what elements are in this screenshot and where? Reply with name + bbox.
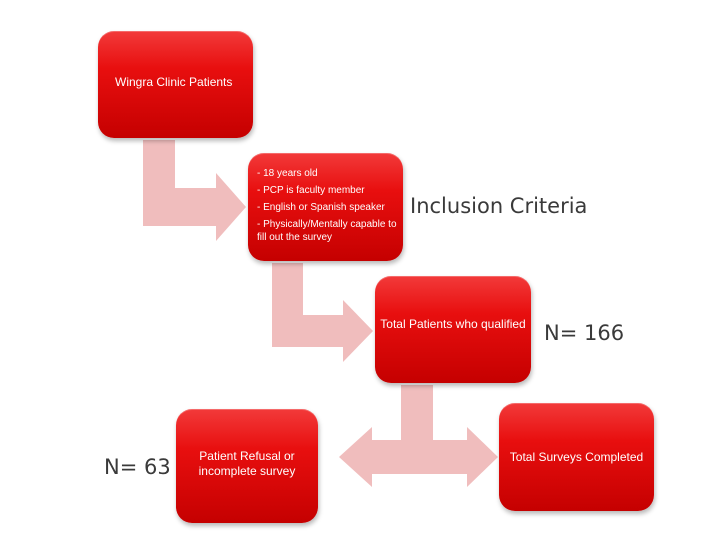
criteria-item-pcp: - PCP is faculty member <box>257 185 365 196</box>
split-arrow-qualified-to-outcomes <box>339 385 498 487</box>
criteria-item-age: - 18 years old <box>257 168 318 179</box>
qualified-count-label: N= 166 <box>544 321 625 345</box>
inclusion-criteria-label: Inclusion Criteria <box>410 194 588 218</box>
start-box-wingra-patients: Wingra Clinic Patients <box>98 31 253 138</box>
inclusion-criteria-box: - 18 years old - PCP is faculty member -… <box>248 153 403 261</box>
qualified-box-text: Total Patients who qualified <box>380 317 526 331</box>
criteria-item-language: - English or Spanish speaker <box>257 202 385 213</box>
qualified-patients-box: Total Patients who qualified <box>375 276 531 383</box>
surveys-completed-box: Total Surveys Completed <box>499 403 654 511</box>
bent-arrow-criteria-to-qualified <box>272 263 373 362</box>
start-box-text: Wingra Clinic Patients <box>115 75 233 89</box>
bent-arrow-start-to-criteria <box>143 140 246 241</box>
criteria-item-capability: - Physically/Mentally capable to fill ou… <box>257 219 397 243</box>
refusal-box-text: Patient Refusal or incomplete survey <box>198 448 296 478</box>
completed-box-text: Total Surveys Completed <box>509 450 644 464</box>
refusal-count-label: N= 63 <box>104 455 171 479</box>
refusal-box: Patient Refusal or incomplete survey <box>176 409 318 523</box>
